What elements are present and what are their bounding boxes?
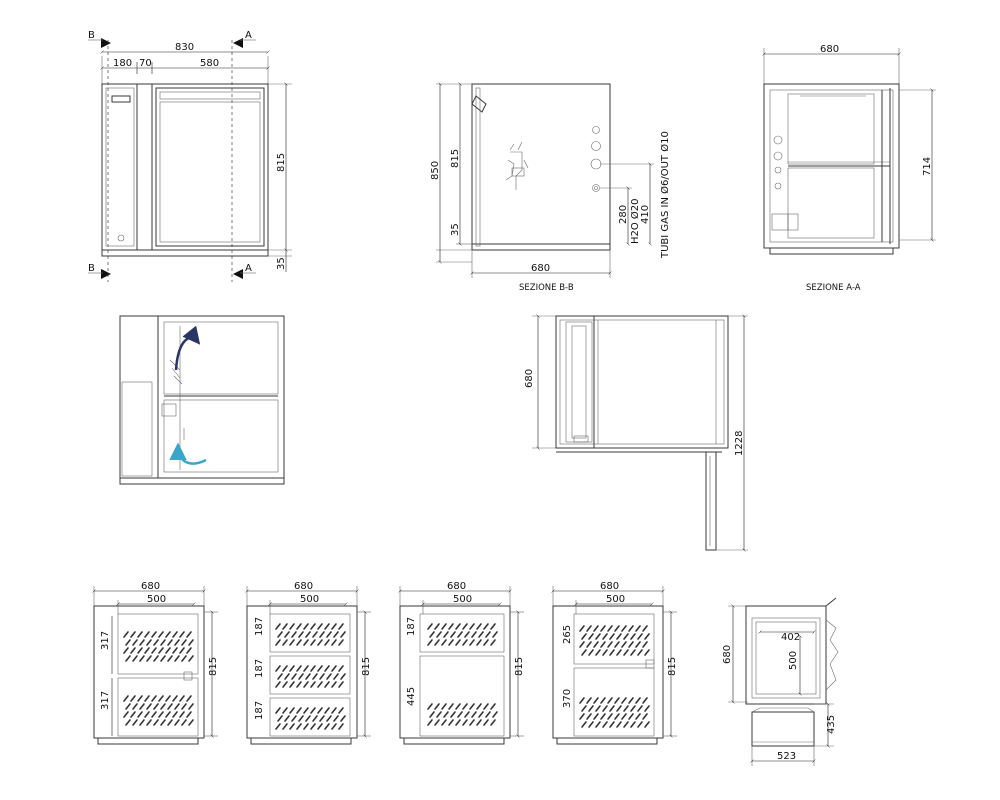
v4-inner-width: 500	[606, 594, 625, 605]
v2-compartment-a: 187	[254, 617, 265, 636]
plan-depth: 680	[524, 369, 535, 388]
front-view: B A B A 830 180 70 580	[88, 30, 292, 282]
front-dim-180: 180	[113, 58, 132, 69]
detail-dim-523: 523	[777, 751, 796, 762]
caption-sezione-a-a: SEZIONE A-A	[806, 283, 861, 293]
v4-grille-top	[580, 626, 649, 655]
sbb-dim-410: 410	[640, 205, 651, 224]
sbb-base-height: 35	[450, 223, 461, 236]
section-a-arrow-bottom	[233, 269, 243, 279]
front-base-height: 35	[276, 257, 287, 270]
v3-compartment-top: 187	[406, 617, 417, 636]
section-b-arrow-bottom	[101, 269, 111, 279]
v3-inner-width: 500	[453, 594, 472, 605]
section-a-arrow-top	[233, 38, 243, 48]
v4-height: 815	[667, 657, 678, 676]
v4-grille-bottom	[580, 698, 649, 727]
v1-compartment-top: 317	[100, 631, 111, 650]
plan-view: 680 1228	[524, 316, 748, 550]
v3-grille-bottom	[428, 704, 497, 725]
front-dim-70: 70	[139, 58, 152, 69]
saa-width: 680	[820, 44, 839, 55]
variant-1-view: 680 500 815 317 317	[94, 581, 219, 745]
cold-air-arrow	[169, 442, 207, 465]
v1-outer-width: 680	[141, 581, 160, 592]
section-a-label-bottom: A	[245, 263, 252, 274]
airflow-view	[119, 315, 285, 485]
sbb-total-height: 850	[430, 161, 441, 180]
v1-grille-top	[124, 632, 193, 661]
v3-compartment-bottom: 445	[406, 687, 417, 706]
section-a-a-view: 680 714 SEZIONE A-A	[764, 44, 936, 293]
variant-2-view: 680 500 815 187 187 187	[247, 581, 372, 745]
detail-view: 680 402 500 435 523	[722, 597, 839, 766]
section-a-label-top: A	[245, 30, 252, 41]
v2-grille-middle	[276, 666, 345, 687]
sbb-width: 680	[531, 263, 550, 274]
v2-grille-top	[276, 624, 345, 645]
v1-compartment-bottom: 317	[100, 691, 111, 710]
detail-dim-402: 402	[781, 632, 800, 643]
v1-height: 815	[208, 657, 219, 676]
sbb-h2o: H2O Ø20	[629, 198, 641, 244]
v1-grille-bottom	[124, 696, 193, 725]
sbb-inner-height: 815	[450, 149, 461, 168]
plan-total-length: 1228	[734, 431, 745, 456]
v1-inner-width: 500	[147, 594, 166, 605]
v4-compartment-bottom: 370	[562, 689, 573, 708]
saa-height: 714	[922, 157, 933, 176]
v2-height: 815	[361, 657, 372, 676]
v4-compartment-top: 265	[562, 625, 573, 644]
sbb-dim-280: 280	[618, 205, 629, 224]
v3-outer-width: 680	[447, 581, 466, 592]
section-b-label-top: B	[88, 30, 95, 41]
front-total-width: 830	[175, 42, 194, 53]
hot-air-arrow	[174, 325, 201, 371]
v4-outer-width: 680	[600, 581, 619, 592]
detail-depth: 680	[722, 645, 733, 664]
v2-outer-width: 680	[294, 581, 313, 592]
v2-compartment-b: 187	[254, 659, 265, 678]
caption-sezione-b-b: SEZIONE B-B	[519, 283, 574, 293]
sbb-gas-pipes: TUBI GAS IN Ø6/OUT Ø10	[659, 131, 671, 259]
section-b-arrow-top	[101, 38, 111, 48]
variant-3-view: 680 500 815 187 445	[400, 581, 525, 745]
section-b-label-bottom: B	[88, 263, 95, 274]
variant-4-view: 680 500 815 265 370	[553, 581, 678, 745]
front-height: 815	[276, 153, 287, 172]
detail-dim-435: 435	[826, 715, 837, 734]
detail-dim-500: 500	[788, 651, 799, 670]
v3-height: 815	[514, 657, 525, 676]
v2-grille-bottom	[276, 708, 345, 729]
valve-assembly	[505, 141, 529, 190]
v2-inner-width: 500	[300, 594, 319, 605]
v3-grille-top	[428, 624, 497, 645]
front-dim-580: 580	[200, 58, 219, 69]
section-b-b-view: 850 815 35 680 SEZIONE B-B 280 H2O Ø20 4…	[430, 84, 671, 293]
v2-compartment-c: 187	[254, 701, 265, 720]
